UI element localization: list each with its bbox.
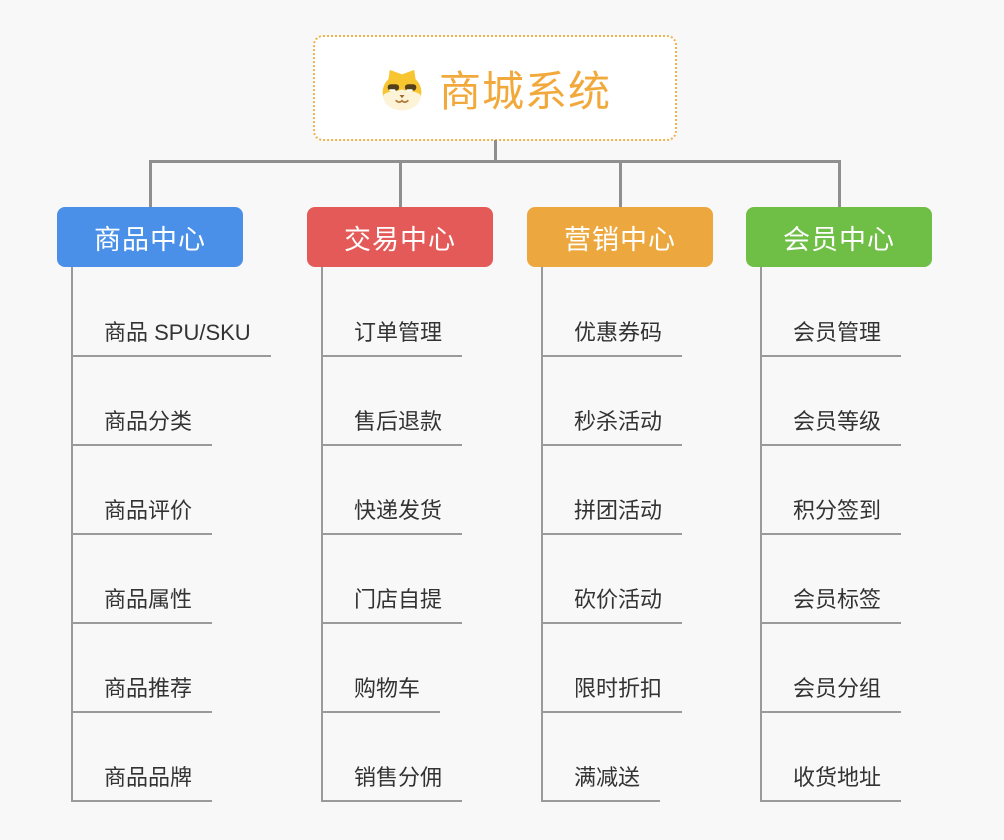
leaf-node[interactable]: 销售分佣 (321, 763, 463, 802)
branch-rail-connector (149, 160, 840, 163)
leaf-node[interactable]: 商品品牌 (71, 763, 213, 802)
branch-drop-connector (149, 160, 152, 208)
leaf-node[interactable]: 商品评价 (71, 496, 213, 535)
leaf-node[interactable]: 收货地址 (760, 763, 902, 802)
branch-node-trade-center[interactable]: 交易中心 (307, 207, 493, 267)
leaf-node[interactable]: 秒杀活动 (541, 407, 683, 446)
branch-node-product-center[interactable]: 商品中心 (57, 207, 243, 267)
leaf-node[interactable]: 砍价活动 (541, 585, 683, 624)
branch-node-marketing-center[interactable]: 营销中心 (527, 207, 713, 267)
leaf-node[interactable]: 会员分组 (760, 674, 902, 713)
leaf-node[interactable]: 限时折扣 (541, 674, 683, 713)
leaf-node[interactable]: 会员管理 (760, 318, 902, 357)
branch-drop-connector (838, 160, 841, 208)
leaf-node[interactable]: 购物车 (321, 674, 441, 713)
leaf-node[interactable]: 商品分类 (71, 407, 213, 446)
leaf-node[interactable]: 商品属性 (71, 585, 213, 624)
branch-drop-connector (619, 160, 622, 208)
dog-icon (382, 69, 422, 110)
branch-node-member-center[interactable]: 会员中心 (746, 207, 932, 267)
leaf-node[interactable]: 拼团活动 (541, 496, 683, 535)
leaf-node[interactable]: 积分签到 (760, 496, 902, 535)
root-node[interactable]: 商城系统 (313, 35, 677, 141)
branch-label: 营销中心 (564, 224, 676, 255)
leaf-node[interactable]: 会员标签 (760, 585, 902, 624)
root-title: 商城系统 (438, 67, 611, 115)
branch-label: 会员中心 (783, 224, 895, 255)
branch-label: 商品中心 (94, 224, 206, 255)
root-connector (494, 140, 497, 162)
leaf-node[interactable]: 商品 SPU/SKU (71, 318, 271, 357)
leaf-node[interactable]: 满减送 (541, 763, 661, 802)
leaf-node[interactable]: 商品推荐 (71, 674, 213, 713)
leaf-node[interactable]: 快递发货 (321, 496, 463, 535)
leaf-node[interactable]: 订单管理 (321, 318, 463, 357)
branch-label: 交易中心 (344, 224, 456, 255)
leaf-node[interactable]: 优惠券码 (541, 318, 683, 357)
branch-drop-connector (399, 160, 402, 208)
leaf-node[interactable]: 门店自提 (321, 585, 463, 624)
leaf-node[interactable]: 会员等级 (760, 407, 902, 446)
leaf-node[interactable]: 售后退款 (321, 407, 463, 446)
